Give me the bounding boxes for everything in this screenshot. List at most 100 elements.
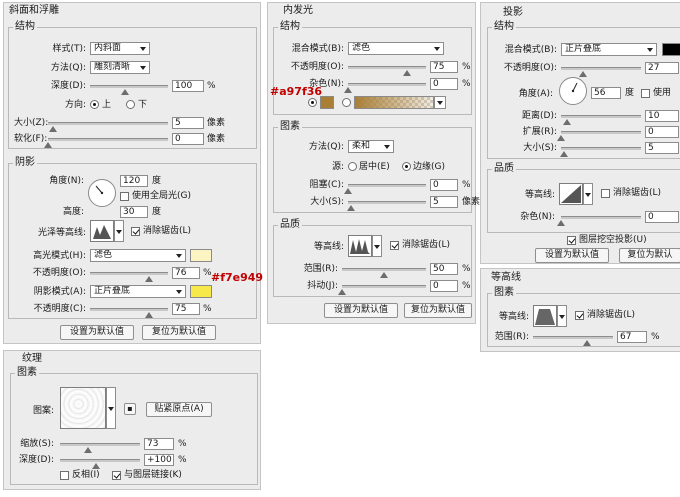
slider-thumb-icon[interactable] bbox=[344, 87, 352, 93]
slider-thumb-icon[interactable] bbox=[560, 151, 569, 157]
bevel-style-select[interactable]: 内斜面 bbox=[90, 42, 150, 55]
highlight-opacity-input[interactable]: 76 bbox=[172, 267, 200, 279]
slider-thumb-icon[interactable] bbox=[557, 135, 565, 141]
gloss-antialias-checkbox[interactable] bbox=[131, 227, 140, 236]
ds-global-light-checkbox[interactable] bbox=[641, 89, 650, 98]
glow-opacity-slider[interactable] bbox=[348, 66, 426, 76]
bevel-set-default-button[interactable]: 设置为默认值 bbox=[60, 325, 134, 340]
shadow-color-swatch[interactable] bbox=[190, 285, 212, 298]
gloss-contour-thumbnail[interactable] bbox=[90, 220, 114, 242]
glow-jitter-slider[interactable] bbox=[338, 285, 426, 295]
glow-blend-select[interactable]: 滤色 bbox=[348, 42, 444, 55]
glow-jitter-input[interactable]: 0 bbox=[430, 280, 458, 292]
ds-size-input[interactable]: 5 bbox=[645, 142, 679, 154]
bevel-soften-input[interactable]: 0 bbox=[172, 133, 204, 145]
contour-range-input[interactable]: 67 bbox=[617, 331, 647, 343]
glow-noise-slider[interactable] bbox=[344, 83, 426, 93]
snap-to-origin-button[interactable]: 贴紧原点(A) bbox=[146, 402, 212, 417]
bevel-method-select[interactable]: 雕刻清晰 bbox=[90, 61, 150, 74]
ds-size-slider[interactable] bbox=[560, 147, 641, 157]
glow-size-input[interactable]: 5 bbox=[430, 196, 458, 208]
glow-gradient-dropdown[interactable] bbox=[434, 96, 446, 109]
ds-contour-thumbnail[interactable] bbox=[559, 183, 583, 205]
ds-set-default-button[interactable]: 设置为默认值 bbox=[535, 248, 609, 263]
glow-set-default-button[interactable]: 设置为默认值 bbox=[324, 303, 398, 318]
shadow-opacity-slider[interactable] bbox=[90, 308, 168, 318]
highlight-mode-select[interactable]: 滤色 bbox=[90, 249, 186, 262]
contour-dropdown[interactable] bbox=[557, 305, 567, 327]
ds-color-swatch[interactable] bbox=[662, 43, 680, 56]
contour-thumbnail[interactable] bbox=[533, 305, 557, 327]
ds-distance-slider[interactable] bbox=[561, 115, 641, 125]
shadow-mode-select[interactable]: 正片叠底 bbox=[90, 285, 186, 298]
bevel-soften-slider[interactable] bbox=[44, 138, 168, 148]
highlight-color-swatch[interactable] bbox=[190, 249, 212, 262]
texture-scale-input[interactable]: 73 bbox=[144, 438, 174, 450]
contour-range-slider[interactable] bbox=[533, 336, 613, 346]
new-preset-from-pattern-icon[interactable]: ▪ bbox=[124, 403, 136, 415]
ds-angle-dial-icon[interactable] bbox=[559, 77, 587, 105]
ds-contour-dropdown[interactable] bbox=[583, 183, 593, 205]
texture-depth-input[interactable]: +100 bbox=[144, 454, 174, 466]
ds-reset-default-button[interactable]: 复位为默认 bbox=[619, 248, 680, 263]
texture-link-checkbox[interactable] bbox=[112, 471, 121, 480]
pattern-dropdown[interactable] bbox=[106, 387, 116, 429]
slider-thumb-icon[interactable] bbox=[578, 71, 587, 77]
source-edge-radio[interactable] bbox=[402, 162, 411, 171]
glow-contour-thumbnail[interactable] bbox=[348, 235, 372, 257]
global-light-checkbox[interactable] bbox=[120, 192, 129, 201]
glow-method-select[interactable]: 柔和 bbox=[348, 140, 394, 153]
bevel-depth-slider[interactable] bbox=[90, 85, 168, 95]
slider-thumb-icon[interactable] bbox=[562, 119, 571, 125]
slider-thumb-icon[interactable] bbox=[380, 272, 388, 278]
glow-noise-input[interactable]: 0 bbox=[430, 78, 458, 90]
texture-scale-slider[interactable] bbox=[60, 443, 140, 453]
ds-noise-slider[interactable] bbox=[557, 216, 641, 226]
slider-thumb-icon[interactable] bbox=[557, 220, 565, 226]
ds-noise-input[interactable]: 0 bbox=[645, 211, 679, 223]
glow-range-slider[interactable] bbox=[342, 268, 426, 278]
shading-angle-input[interactable]: 120 bbox=[120, 175, 148, 187]
ds-spread-input[interactable]: 0 bbox=[645, 126, 679, 138]
slider-thumb-icon[interactable] bbox=[338, 289, 346, 295]
slider-thumb-icon[interactable] bbox=[121, 89, 130, 95]
glow-reset-default-button[interactable]: 复位为默认值 bbox=[404, 303, 472, 318]
bevel-size-slider[interactable] bbox=[48, 122, 168, 132]
shadow-opacity-input[interactable]: 75 bbox=[172, 303, 200, 315]
bevel-reset-default-button[interactable]: 复位为默认值 bbox=[142, 325, 216, 340]
slider-thumb-icon[interactable] bbox=[92, 463, 100, 469]
slider-thumb-icon[interactable] bbox=[347, 205, 356, 211]
shading-altitude-input[interactable]: 30 bbox=[120, 206, 148, 218]
direction-down-radio[interactable] bbox=[126, 100, 135, 109]
glow-gradient-radio[interactable] bbox=[342, 98, 351, 107]
ds-distance-input[interactable]: 10 bbox=[645, 110, 679, 122]
ds-angle-input[interactable]: 56 bbox=[591, 87, 621, 99]
angle-dial-icon[interactable] bbox=[88, 179, 116, 207]
gloss-contour-dropdown[interactable] bbox=[114, 220, 124, 242]
pattern-thumbnail[interactable] bbox=[60, 387, 106, 429]
glow-gradient-swatch[interactable] bbox=[354, 96, 434, 109]
ds-knockout-checkbox[interactable] bbox=[567, 236, 576, 245]
glow-antialias-checkbox[interactable] bbox=[390, 241, 399, 250]
slider-thumb-icon[interactable] bbox=[44, 142, 52, 148]
ds-opacity-slider[interactable] bbox=[561, 67, 641, 77]
slider-thumb-icon[interactable] bbox=[84, 447, 92, 453]
glow-size-slider[interactable] bbox=[347, 201, 426, 211]
glow-contour-dropdown[interactable] bbox=[372, 235, 382, 257]
glow-choke-input[interactable]: 0 bbox=[430, 179, 458, 191]
ds-spread-slider[interactable] bbox=[557, 131, 641, 141]
ds-blend-select[interactable]: 正片叠底 bbox=[561, 43, 657, 56]
texture-invert-checkbox[interactable] bbox=[60, 471, 69, 480]
slider-thumb-icon[interactable] bbox=[402, 70, 411, 76]
bevel-depth-input[interactable]: 100 bbox=[172, 80, 204, 92]
glow-range-input[interactable]: 50 bbox=[430, 263, 458, 275]
slider-thumb-icon[interactable] bbox=[582, 340, 591, 346]
slider-thumb-icon[interactable] bbox=[145, 276, 154, 282]
source-center-radio[interactable] bbox=[348, 162, 357, 171]
glow-opacity-input[interactable]: 75 bbox=[430, 61, 458, 73]
bevel-size-input[interactable]: 5 bbox=[172, 117, 204, 129]
glow-solid-color-radio[interactable] bbox=[308, 98, 317, 107]
slider-thumb-icon[interactable] bbox=[344, 188, 352, 194]
direction-up-radio[interactable] bbox=[90, 100, 99, 109]
slider-thumb-icon[interactable] bbox=[144, 312, 153, 318]
